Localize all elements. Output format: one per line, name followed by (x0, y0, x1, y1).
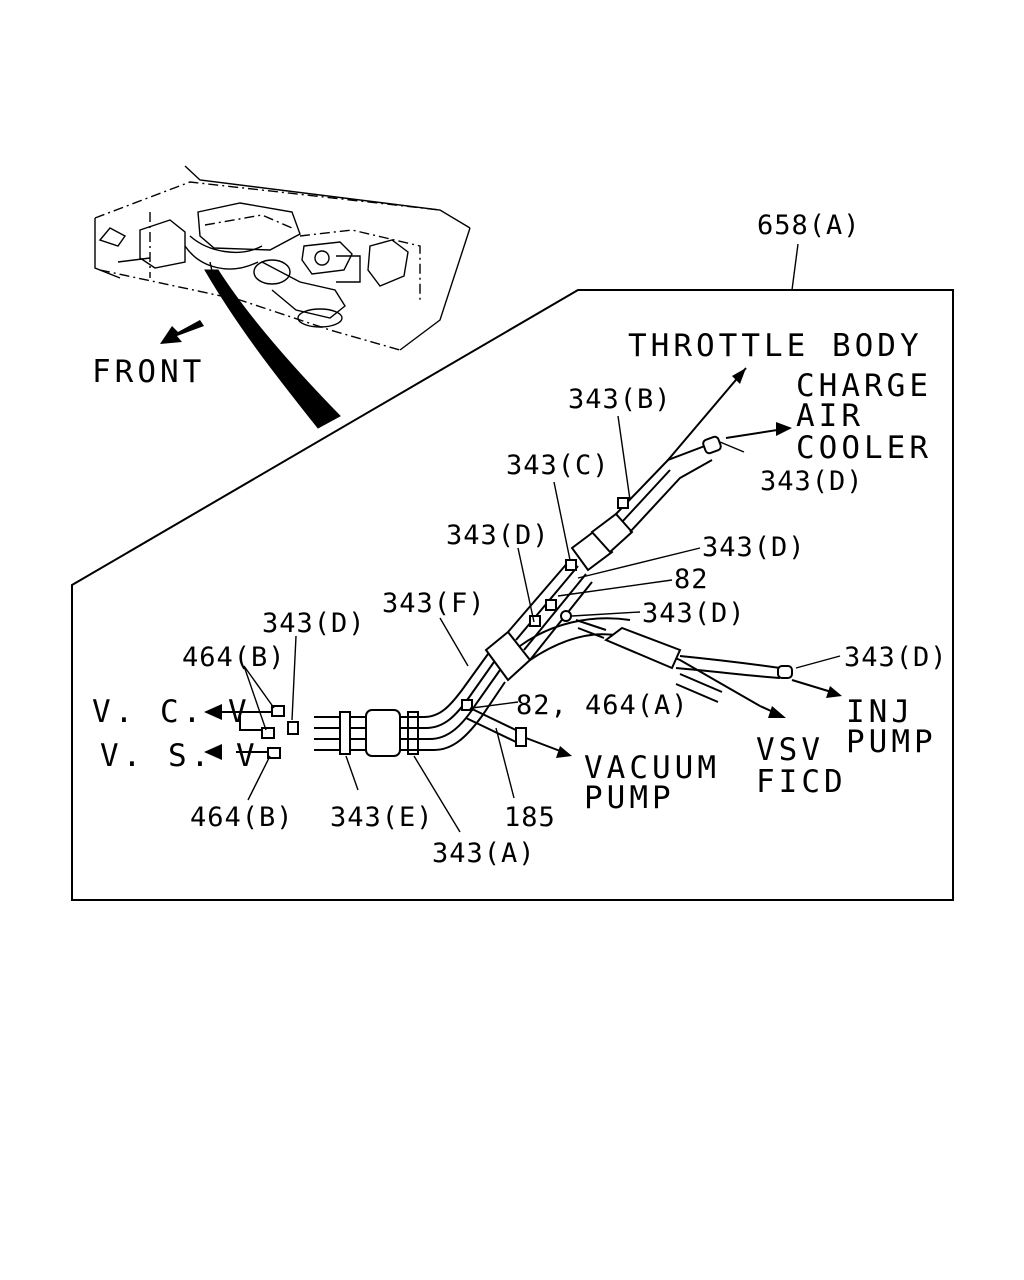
arrow-left-down-icon (160, 320, 204, 344)
hose-assembly (261, 435, 793, 759)
callout-343d-right1: 343(D) (702, 532, 806, 563)
callout-82-464a: 82, 464(A) (516, 690, 689, 721)
label-vcv: V. C. V (92, 694, 251, 730)
label-vacuum-pump-1: VACUUM (584, 750, 720, 786)
callout-343d-mid: 343(D) (446, 520, 550, 551)
label-inj-pump-1: INJ (846, 694, 914, 730)
callout-343d-cooler: 343(D) (760, 466, 864, 497)
callout-343e: 343(E) (330, 802, 434, 833)
label-vsv-left: V. S. V (100, 738, 259, 774)
label-vsv-ficd-1: VSV (756, 732, 824, 768)
callout-82: 82 (674, 564, 709, 595)
label-vacuum-pump-2: PUMP (584, 780, 675, 816)
flow-arrows (204, 367, 842, 760)
leader-lines (243, 415, 841, 833)
label-charge-air-cooler-2: AIR (796, 398, 864, 434)
callout-343b: 343(B) (568, 384, 672, 415)
label-vsv-ficd-2: FICD (756, 764, 847, 800)
front-label: FRONT (92, 354, 205, 390)
callout-343d-inj: 343(D) (844, 642, 948, 673)
label-charge-air-cooler-3: COOLER (796, 430, 932, 466)
label-charge-air-cooler-1: CHARGE (796, 368, 932, 404)
callout-185: 185 (504, 802, 556, 833)
callout-464b-bottom: 464(B) (190, 802, 294, 833)
callout-343d-left: 343(D) (262, 608, 366, 639)
callout-343d-right2: 343(D) (642, 598, 746, 629)
callout-464b-top: 464(B) (182, 642, 286, 673)
callout-343a: 343(A) (432, 838, 536, 869)
label-inj-pump-2: PUMP (846, 724, 937, 760)
callout-658a: 658(A) (757, 210, 861, 241)
engine-bay-sketch (94, 165, 471, 429)
callout-343c: 343(C) (506, 450, 610, 481)
label-throttle-body: THROTTLE BODY (628, 328, 923, 364)
leader-658a (791, 243, 799, 291)
detail-frame (71, 289, 954, 901)
callout-343f: 343(F) (382, 588, 486, 619)
